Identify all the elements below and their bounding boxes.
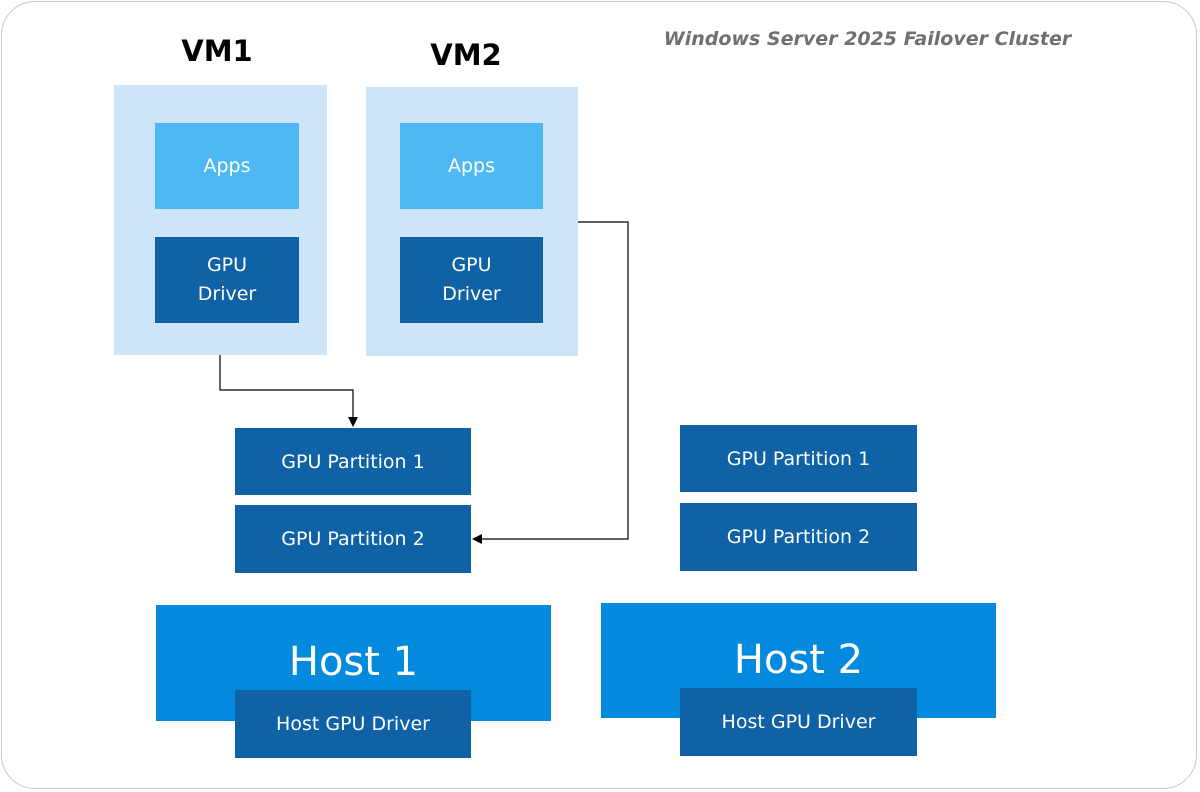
host1-gpu-partition-1: GPU Partition 1 [235,428,471,495]
cluster-title: Windows Server 2025 Failover Cluster [663,28,1072,50]
host2-gpu-partition-1: GPU Partition 1 [680,425,917,492]
vm2-gpu-driver-box: GPU Driver [400,237,543,323]
host2-gpu-driver: Host GPU Driver [680,688,917,756]
host1-gpu-partition-2: GPU Partition 2 [235,505,471,573]
vm2-apps-box: Apps [400,123,543,209]
host2-gpu-partition-2: GPU Partition 2 [680,503,917,571]
host1-gpu-driver: Host GPU Driver [235,690,471,758]
vm1-title: VM1 [181,34,253,68]
vm2-title: VM2 [430,38,502,72]
vm1-apps-box: Apps [155,123,299,209]
vm1-gpu-driver-box: GPU Driver [155,237,299,323]
